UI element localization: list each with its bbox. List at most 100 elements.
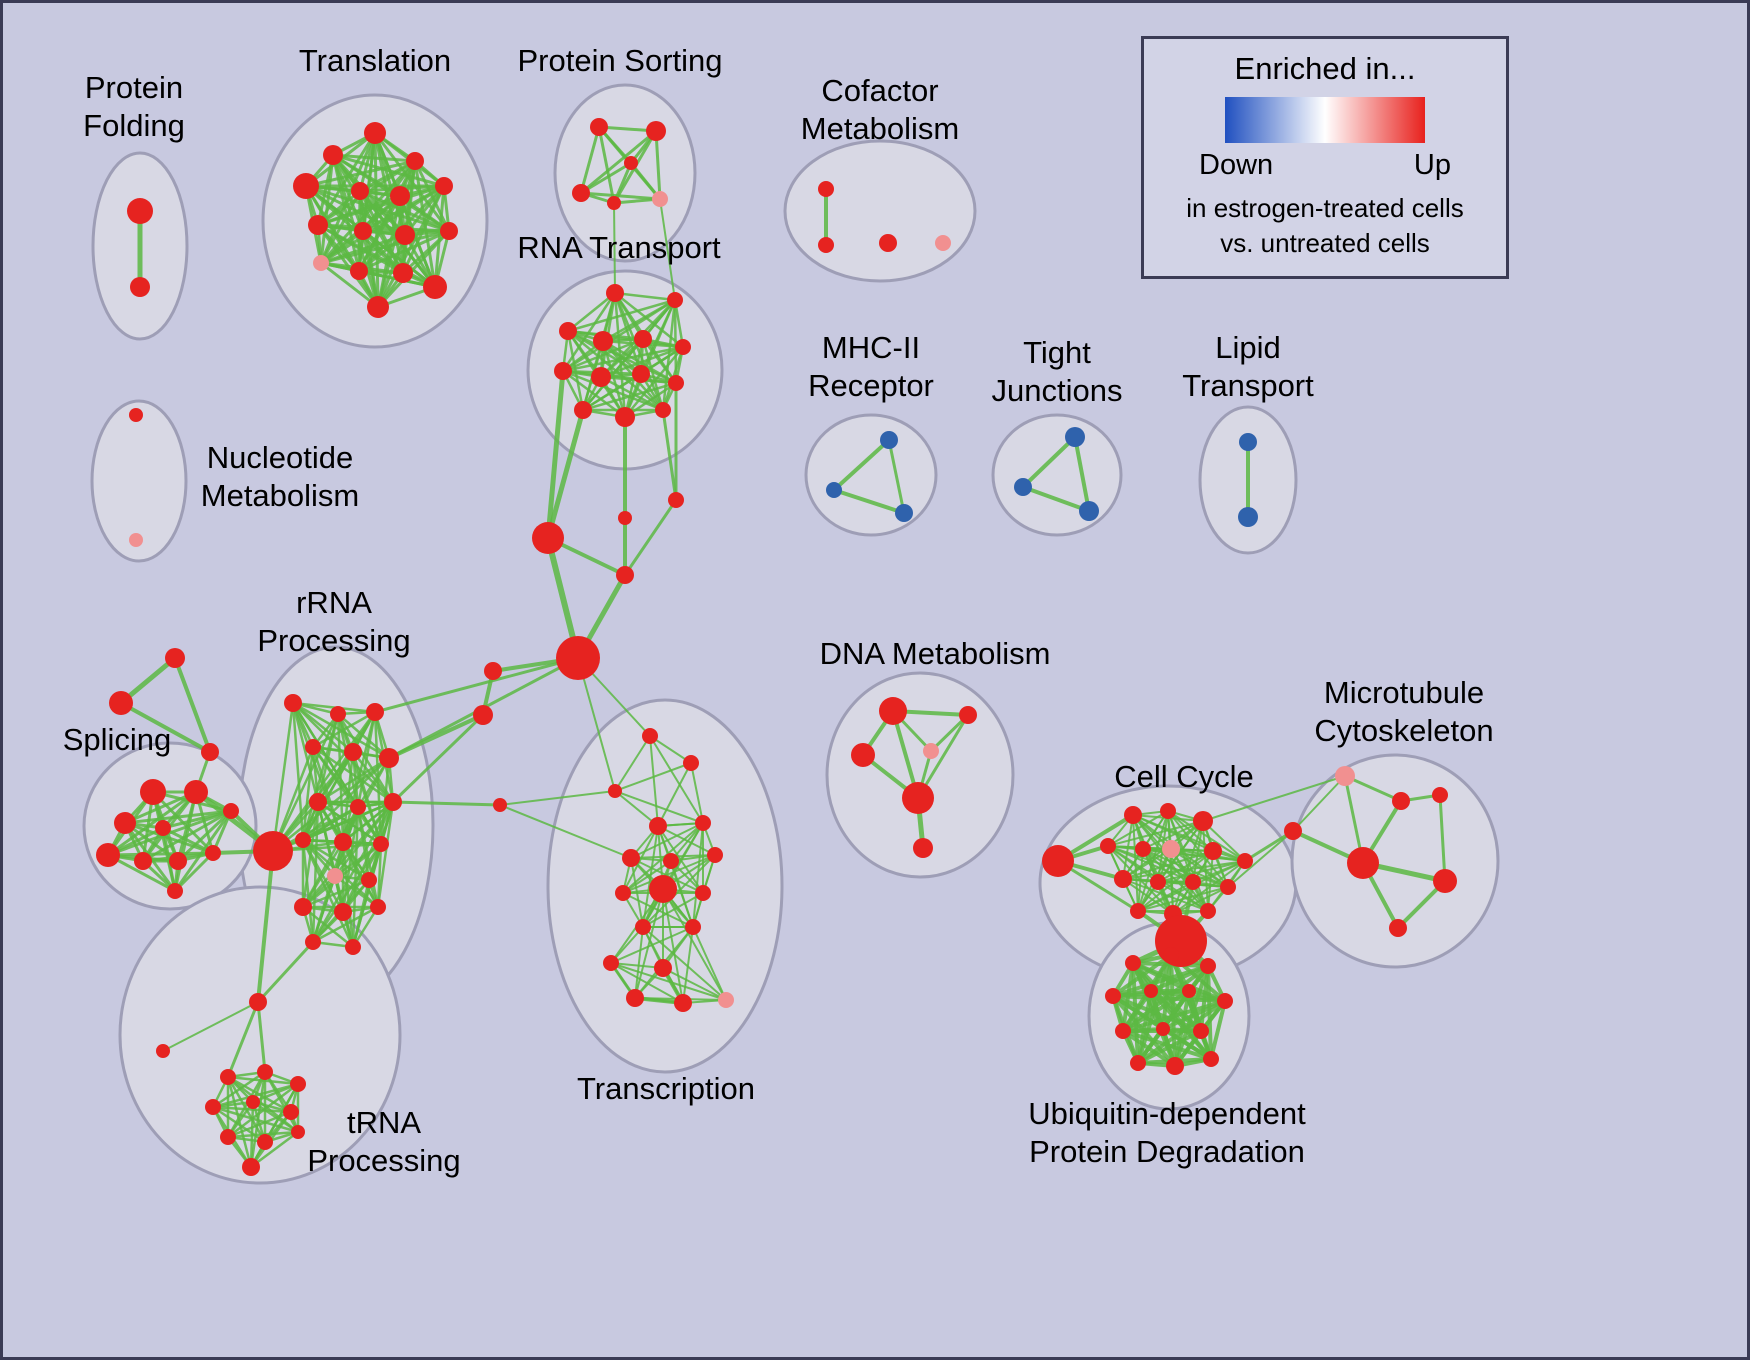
overlap-edge <box>630 822 704 859</box>
cluster-label-ubiquitin-degradation: Ubiquitin-dependent <box>1028 1096 1306 1131</box>
gene-set-node <box>649 875 677 903</box>
overlap-edge <box>291 701 320 804</box>
overlap-edge <box>634 926 644 999</box>
gene-set-node <box>1100 838 1116 854</box>
gene-set-node <box>851 743 875 767</box>
overlap-edge <box>1243 829 1295 863</box>
overlap-edge <box>614 790 659 827</box>
overlap-edge <box>1122 878 1209 912</box>
gene-set-node <box>674 994 692 1012</box>
overlap-edge <box>1073 435 1091 513</box>
gene-set-node <box>393 263 413 283</box>
cluster-label-microtubule-cytoskeleton: Microtubule <box>1324 675 1484 710</box>
cluster-label-cofactor-metabolism: Cofactor <box>821 73 938 108</box>
gene-set-node <box>1200 903 1216 919</box>
cluster-label-mhc-ii-receptor: MHC-II <box>822 330 920 365</box>
gene-set-node <box>249 993 267 1011</box>
cluster-label-lipid-transport: Lipid <box>1215 330 1281 365</box>
overlap-edge <box>623 498 678 577</box>
overlap-edge <box>162 1001 259 1052</box>
overlap-edge <box>119 701 212 754</box>
gene-set-node <box>313 255 329 271</box>
overlap-edge <box>566 291 617 333</box>
overlap-edge <box>256 849 275 1004</box>
gene-set-node <box>685 919 701 935</box>
overlap-edge <box>304 159 417 188</box>
gene-set-node <box>350 799 366 815</box>
overlap-edge <box>123 809 233 825</box>
overlap-edge <box>173 656 212 754</box>
overlap-edge <box>1167 810 1246 862</box>
overlap-edge <box>1111 953 1173 998</box>
overlap-edge <box>561 337 645 373</box>
gene-set-node <box>574 401 592 419</box>
overlap-edge <box>319 153 335 265</box>
gene-set-node <box>473 705 493 725</box>
overlap-edge <box>173 851 215 893</box>
legend-title: Enriched in... <box>1234 51 1416 86</box>
gene-set-node <box>879 234 897 252</box>
overlap-edge <box>301 805 360 842</box>
overlap-edge <box>682 926 694 1004</box>
overlap-edge <box>226 1110 293 1139</box>
gene-set-node <box>668 492 684 508</box>
overlap-edge <box>331 153 417 163</box>
overlap-edge <box>670 822 704 862</box>
gene-set-node <box>1185 874 1201 890</box>
gene-set-node <box>155 820 171 836</box>
overlap-edge <box>316 184 446 227</box>
overlap-edge <box>376 229 451 309</box>
overlap-edge <box>1292 775 1346 832</box>
cluster-label-trna-processing: Processing <box>307 1143 460 1178</box>
overlap-edge <box>599 375 665 412</box>
gene-set-node <box>1163 947 1179 963</box>
gene-set-node <box>293 173 319 199</box>
gene-set-node <box>615 407 635 427</box>
gene-set-node <box>406 152 424 170</box>
gene-set-node <box>1220 879 1236 895</box>
gene-set-node <box>205 845 221 861</box>
gene-set-node <box>1217 993 1233 1009</box>
gene-set-node <box>668 375 684 391</box>
overlap-edge <box>1157 860 1246 883</box>
gene-set-node <box>1162 840 1180 858</box>
gene-set-node <box>246 1095 260 1109</box>
gene-set-node <box>572 184 590 202</box>
overlap-edge <box>1122 860 1246 880</box>
cluster-label-tight-junctions: Junctions <box>992 373 1123 408</box>
gene-set-node <box>129 533 143 547</box>
overlap-edge <box>311 710 377 749</box>
overlap-edge <box>1021 435 1077 489</box>
gene-set-node <box>654 959 672 977</box>
legend-gradient-bar <box>1225 96 1425 143</box>
gene-set-node <box>493 798 507 812</box>
overlap-edge <box>612 161 633 205</box>
gene-set-node <box>1105 988 1121 1004</box>
overlap-edge <box>319 261 380 309</box>
cluster-label-trna-processing: tRNA <box>347 1105 421 1140</box>
cluster-label-cofactor-metabolism: Metabolism <box>801 111 960 146</box>
gene-set-node <box>354 222 372 240</box>
legend-up-label: Up <box>1413 148 1451 181</box>
gene-set-node <box>165 648 185 668</box>
cluster-ellipse-dna-metabolism <box>825 671 1015 879</box>
overlap-edge <box>622 822 704 894</box>
cluster-label-translation: Translation <box>299 43 451 78</box>
gene-set-node <box>1014 478 1032 496</box>
overlap-edge <box>301 800 395 842</box>
overlap-edge <box>566 298 677 333</box>
gene-set-node <box>695 815 711 831</box>
gene-set-node <box>646 121 666 141</box>
gene-set-node <box>718 992 734 1008</box>
gene-set-node <box>366 703 384 721</box>
gene-set-node <box>1130 903 1146 919</box>
overlap-edge <box>336 712 391 760</box>
legend-scale-labels: Down Up <box>1199 149 1451 182</box>
overlap-edge <box>887 438 906 515</box>
overlap-edge <box>226 1000 260 1079</box>
gene-set-node <box>361 872 377 888</box>
cluster-label-ubiquitin-degradation: Protein Degradation <box>1029 1134 1305 1169</box>
overlap-edge <box>1136 989 1153 1065</box>
overlap-edge <box>613 291 677 302</box>
gene-set-node <box>655 402 671 418</box>
